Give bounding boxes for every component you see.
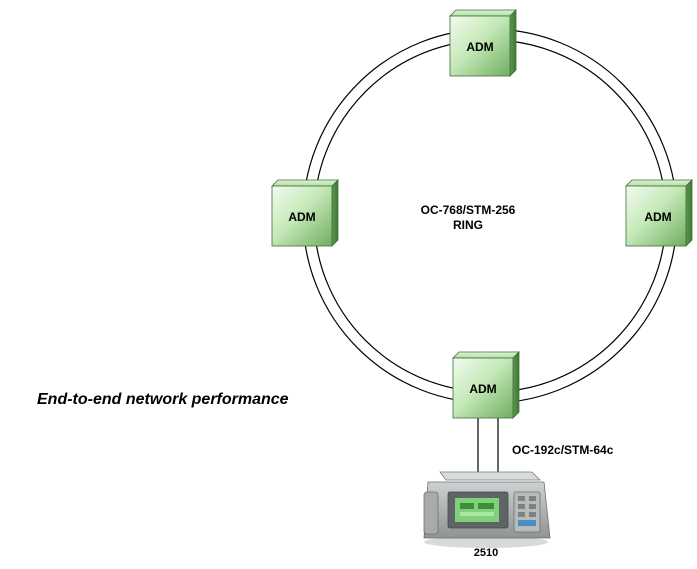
adm-label-right: ADM bbox=[644, 210, 671, 224]
adm-node-top[interactable]: ADM bbox=[449, 9, 517, 77]
test-set-icon[interactable] bbox=[423, 471, 551, 548]
adm-node-bottom[interactable]: ADM bbox=[452, 351, 520, 419]
adm-node-right[interactable]: ADM bbox=[625, 179, 693, 247]
ring-label-line2: RING bbox=[453, 218, 483, 232]
adm-label-bottom: ADM bbox=[469, 382, 496, 396]
adm-label-left: ADM bbox=[288, 210, 315, 224]
adm-label-top: ADM bbox=[466, 40, 493, 54]
ring-label-line1: OC-768/STM-256 bbox=[421, 203, 516, 217]
link-lines bbox=[477, 418, 499, 472]
device-label: 2510 bbox=[474, 547, 498, 559]
diagram-caption: End-to-end network performance bbox=[37, 391, 289, 408]
link-label: OC-192c/STM-64c bbox=[512, 443, 614, 457]
adm-node-left[interactable]: ADM bbox=[271, 179, 339, 247]
